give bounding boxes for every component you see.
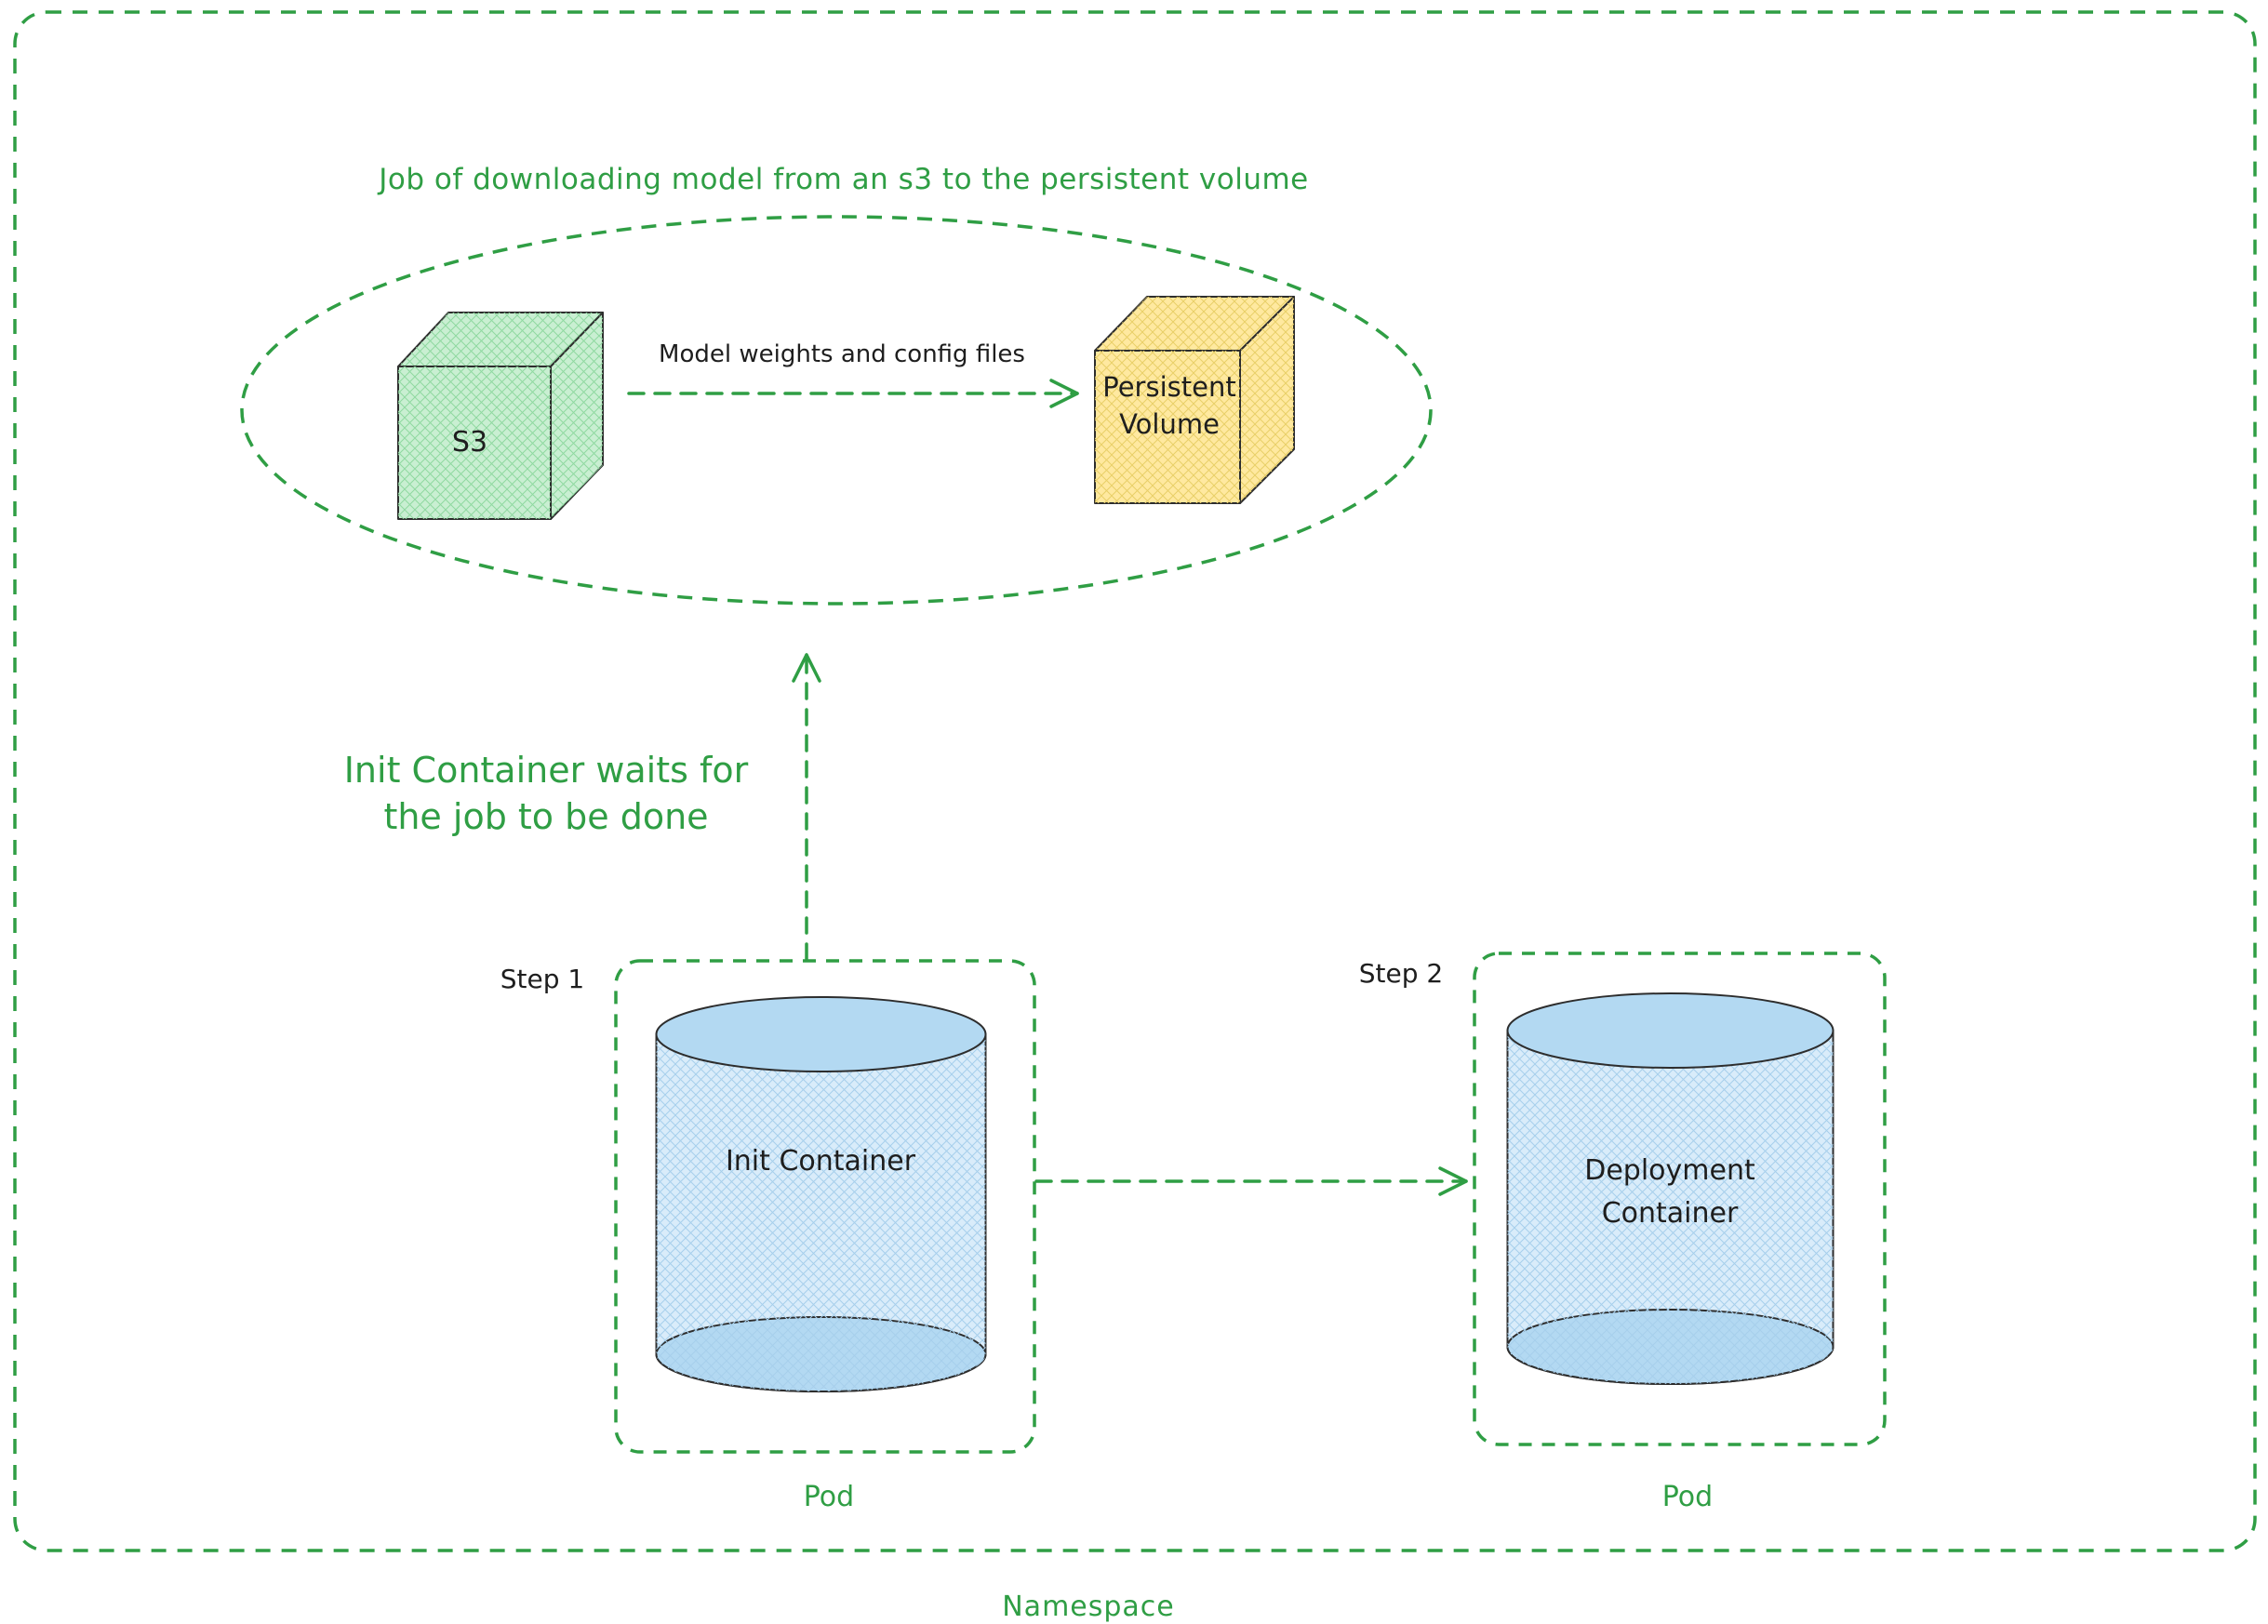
- deployment-container-label: Deployment Container: [1584, 1150, 1755, 1235]
- step2-label: Step 2: [1358, 958, 1444, 989]
- model-weights-arrow-label: Model weights and config files: [659, 340, 1025, 368]
- job-group-ellipse: [240, 215, 1433, 606]
- init-container-cylinder: [655, 996, 987, 1392]
- persistent-volume-label: Persistent Volume: [1102, 368, 1235, 443]
- wait-note: Init Container waits for the job to be d…: [344, 747, 749, 840]
- persistent-volume-label-line2: Volume: [1119, 408, 1220, 440]
- step1-label: Step 1: [500, 964, 585, 994]
- s3-cube: [397, 312, 604, 520]
- pod2-boundary: [1473, 952, 1887, 1446]
- wait-note-line2: the job to be done: [383, 796, 709, 837]
- deployment-container-cylinder: [1506, 992, 1834, 1385]
- deployment-container-label-line2: Container: [1601, 1197, 1739, 1230]
- namespace-label: Namespace: [1002, 1591, 1175, 1623]
- pod1-boundary: [614, 959, 1036, 1454]
- arrows: [627, 379, 1468, 1196]
- arrowhead-s3-to-pv: [1049, 379, 1079, 408]
- job-title: Job of downloading model from an s3 to t…: [379, 163, 1309, 196]
- deployment-container-label-line1: Deployment: [1584, 1154, 1755, 1187]
- pod1-label: Pod: [803, 1481, 855, 1513]
- init-container-label: Init Container: [725, 1145, 916, 1178]
- arrowhead-pod1-to-pod2: [1438, 1166, 1468, 1196]
- persistent-volume-label-line1: Persistent: [1102, 371, 1236, 403]
- pod2-label: Pod: [1661, 1481, 1714, 1513]
- wait-note-line1: Init Container waits for: [343, 750, 749, 791]
- s3-label: S3: [451, 426, 488, 459]
- persistent-volume-cube: [1094, 296, 1295, 504]
- arrowhead-init-to-job: [792, 653, 821, 683]
